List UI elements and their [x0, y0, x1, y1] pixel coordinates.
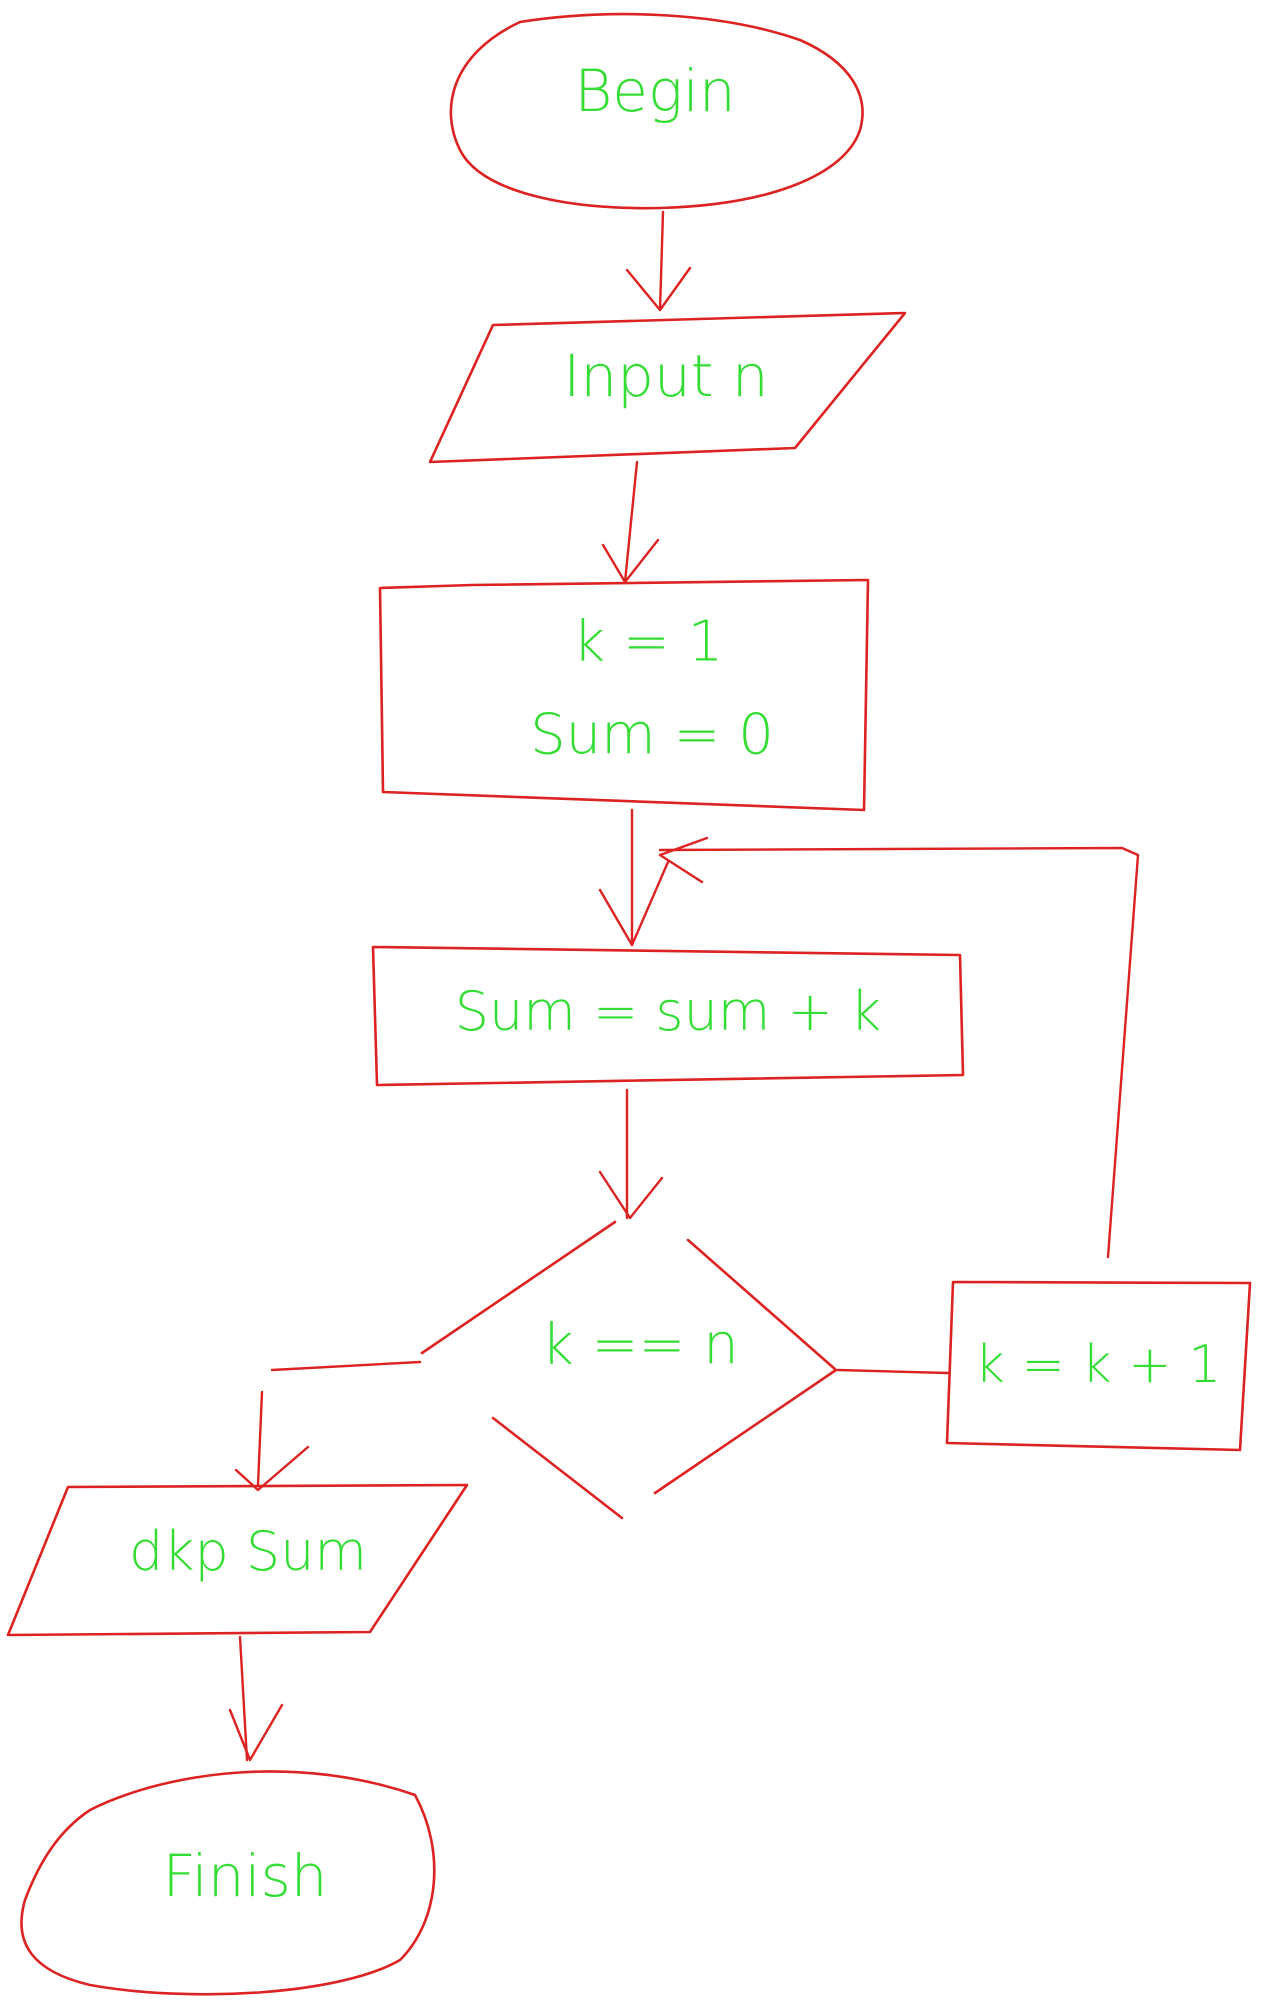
input-parallelogram: Input n — [428, 311, 907, 464]
connector-condition-output-line — [256, 1360, 422, 1487]
init-process: k = 1 Sum = 0 — [378, 578, 870, 812]
input-parallelogram-outline — [428, 311, 907, 464]
accumulate-process: Sum = sum + k — [371, 945, 965, 1087]
init-k-label: k = 1 — [573, 609, 724, 674]
connector-output-finish — [228, 1635, 284, 1762]
accumulate-label: Sum = sum + k — [455, 980, 882, 1043]
arrowhead-icon — [625, 266, 692, 312]
finish-terminal: Finish — [20, 1770, 436, 1996]
condition-decision-outline — [420, 1220, 838, 1520]
arrowhead-icon — [658, 836, 709, 884]
init-sum-label: Sum = 0 — [530, 702, 774, 767]
begin-terminal: Begin — [449, 12, 864, 210]
output-label: dkp Sum — [129, 1520, 367, 1583]
init-process-outline — [378, 578, 870, 812]
increment-process: k = k + 1 — [945, 1280, 1252, 1452]
connector-begin-input — [625, 210, 692, 312]
output-parallelogram: dkp Sum — [6, 1483, 469, 1637]
increment-label: k = k + 1 — [975, 1335, 1222, 1395]
connector-condition-output — [234, 1360, 422, 1492]
connector-condition-increment — [836, 1368, 950, 1375]
connector-input-init-line — [623, 460, 639, 584]
begin-label: Begin — [574, 57, 735, 125]
connector-loop-back — [658, 836, 1140, 1259]
connector-init-accumulate — [598, 808, 670, 947]
increment-process-outline — [945, 1280, 1252, 1452]
connector-output-finish-line — [238, 1635, 249, 1762]
finish-label: Finish — [162, 1842, 327, 1910]
connector-condition-increment-line — [836, 1368, 950, 1375]
condition-label: k == n — [541, 1312, 738, 1377]
connector-loop-back-line — [658, 846, 1140, 1259]
arrowhead-icon — [234, 1445, 310, 1492]
output-parallelogram-outline — [6, 1483, 469, 1637]
condition-decision: k == n — [420, 1220, 838, 1520]
begin-terminal-outline — [449, 12, 864, 210]
arrowhead-icon — [228, 1703, 284, 1762]
finish-terminal-outline — [20, 1770, 436, 1996]
arrowhead-icon — [598, 1170, 664, 1220]
arrowhead-icon — [598, 860, 670, 947]
connector-accumulate-condition — [598, 1088, 664, 1220]
connector-begin-input-line — [658, 210, 665, 312]
input-label: Input n — [563, 342, 768, 410]
arrowhead-icon — [601, 538, 660, 584]
connector-input-init — [601, 460, 660, 584]
accumulate-process-outline — [371, 945, 965, 1087]
